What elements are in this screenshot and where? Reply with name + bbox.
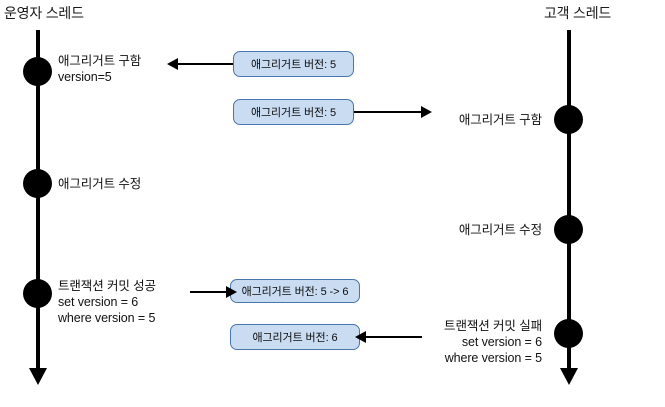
customer-node-3-label: 트랜잭션 커밋 실패 set version = 6 where version… [444, 319, 542, 365]
message-3-arrowhead-right-icon [226, 286, 237, 298]
admin-thread-lifeline [36, 30, 40, 370]
customer-thread-lifeline [567, 30, 571, 370]
admin-node-3-marker [23, 279, 52, 308]
customer-thread-title: 고객 스레드 [544, 5, 612, 21]
admin-node-1-marker [23, 57, 52, 86]
message-box-1[interactable]: 애그리거트 버전: 5 [233, 51, 354, 77]
message-1-connector [175, 63, 233, 65]
message-box-2[interactable]: 애그리거트 버전: 5 [233, 99, 354, 125]
customer-node-1-label: 애그리거트 구함 [458, 113, 542, 127]
admin-node-2-label: 애그리거트 수정 [58, 177, 142, 191]
customer-node-1-marker [554, 105, 583, 134]
admin-thread-end-arrow-icon [29, 368, 47, 385]
customer-thread-end-arrow-icon [560, 368, 578, 385]
admin-node-2-marker [23, 169, 52, 198]
message-box-4[interactable]: 애그리거트 버전: 6 [230, 324, 360, 350]
admin-node-3-label: 트랜잭션 커밋 성공 set version = 6 where version… [58, 279, 156, 325]
customer-node-2-marker [554, 215, 583, 244]
message-2-arrowhead-right-icon [421, 106, 432, 118]
message-2-connector [354, 111, 422, 113]
message-1-arrowhead-left-icon [167, 58, 178, 70]
admin-node-1-label: 애그리거트 구함 version=5 [58, 54, 142, 84]
message-4-arrowhead-left-icon [355, 331, 366, 343]
message-box-3[interactable]: 애그리거트 버전: 5 -> 6 [230, 279, 360, 303]
message-3-connector [190, 291, 230, 293]
message-4-connector [360, 336, 422, 338]
customer-node-2-label: 애그리거트 수정 [458, 223, 542, 237]
customer-node-3-marker [554, 319, 583, 348]
admin-thread-title: 운영자 스레드 [4, 5, 84, 21]
